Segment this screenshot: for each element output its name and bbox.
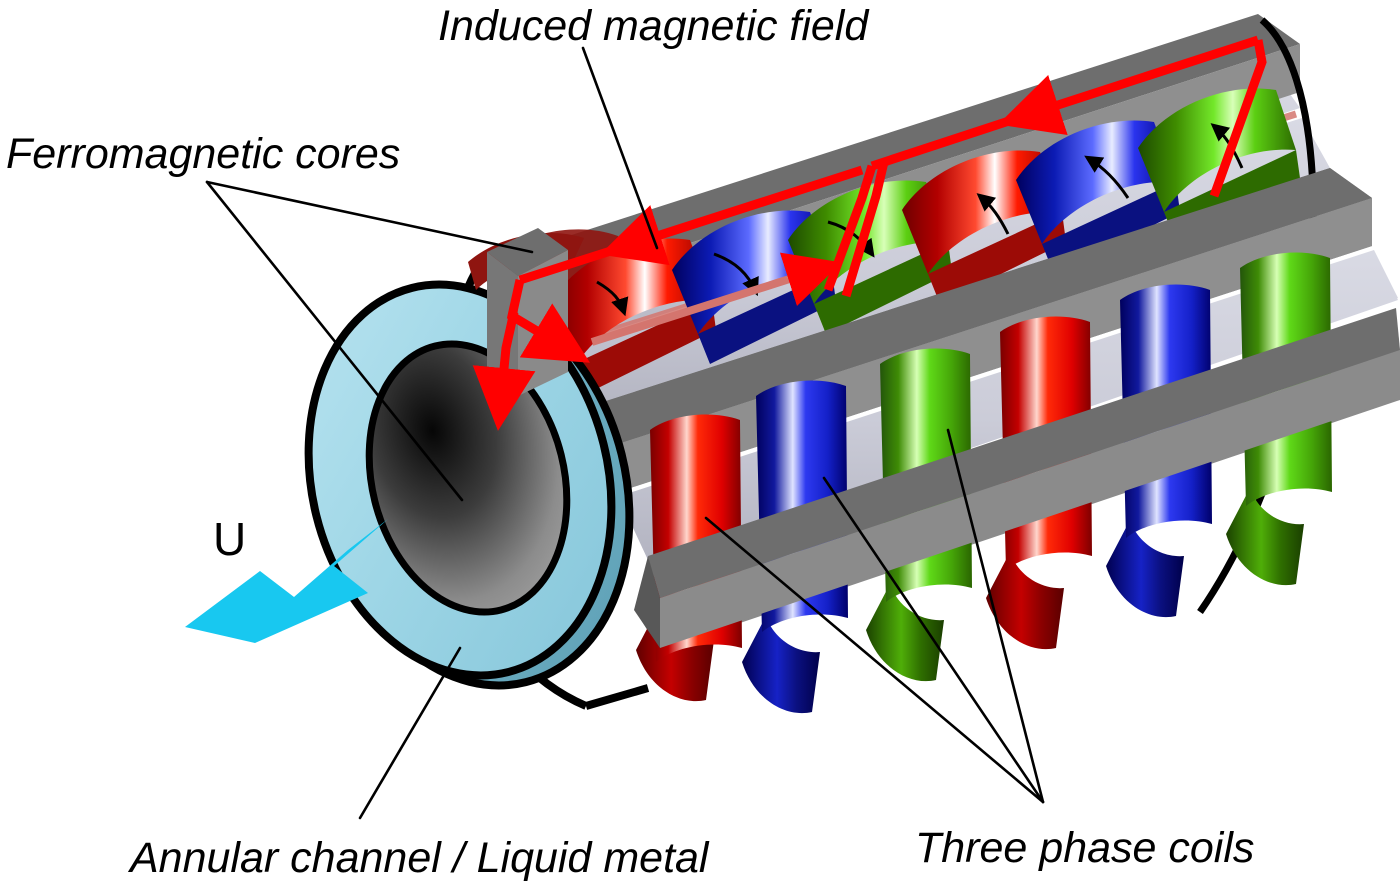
label-induced-magnetic-field: Induced magnetic field	[438, 2, 870, 50]
velocity-arrow-group[interactable]	[185, 487, 392, 643]
current-arrow	[1084, 155, 1130, 199]
field-mid-divider-b	[841, 160, 889, 298]
current-arrow	[976, 193, 1010, 235]
leader-cores-a	[205, 180, 534, 254]
label-annular-channel: Annular channel / Liquid metal	[127, 834, 710, 881]
coil-stub	[1226, 488, 1304, 586]
velocity-label: U	[213, 513, 246, 565]
core-bar-left-endblock	[487, 228, 568, 396]
core-bar-bottom-front	[660, 350, 1400, 648]
field-seg-left-cont	[518, 243, 622, 285]
tube-bottom-outline	[584, 684, 650, 710]
core-bar-mid-face	[578, 168, 1372, 444]
field-right-drop	[1209, 39, 1267, 198]
leader-cores-b	[205, 180, 464, 502]
leader-channel	[358, 646, 462, 820]
field-top-run-left	[870, 113, 1020, 171]
endblock-front	[487, 252, 518, 396]
field-left-inner-drop	[472, 311, 536, 431]
coil-stub	[986, 552, 1064, 650]
leader-lines	[205, 46, 1045, 820]
coil-face	[1016, 120, 1176, 244]
field-top-run-right	[998, 35, 1260, 135]
induced-magnetic-field-path[interactable]	[472, 35, 1267, 431]
leader-induced-field	[581, 46, 659, 250]
pump-assembly	[304, 14, 1400, 714]
leader-coils-1	[704, 516, 1045, 804]
field-return-lower	[590, 252, 842, 346]
coil-lower-leg	[928, 212, 1066, 304]
core-bar-bottom-face	[648, 308, 1400, 598]
coil-face	[1138, 88, 1296, 212]
velocity-arrow	[185, 519, 388, 643]
coil-lower-leg	[814, 242, 952, 334]
field-seg-left-upper	[600, 165, 864, 266]
coil-stub	[866, 584, 944, 682]
leader-coils-2	[822, 476, 1045, 804]
coil-stub	[742, 616, 820, 714]
coil-face	[552, 238, 712, 362]
current-arrow	[827, 220, 875, 258]
coil-lower-leg	[578, 300, 716, 392]
coil-stub	[1106, 520, 1184, 618]
leader-coils-3	[946, 428, 1045, 804]
core-bar-bottom-overlay	[634, 308, 1400, 648]
label-ferromagnetic-cores: Ferromagnetic cores	[6, 130, 400, 178]
current-arrow	[596, 280, 629, 317]
label-three-phase-coils: Three phase coils	[915, 824, 1254, 872]
core-bar-bottom-endcap	[634, 556, 660, 648]
